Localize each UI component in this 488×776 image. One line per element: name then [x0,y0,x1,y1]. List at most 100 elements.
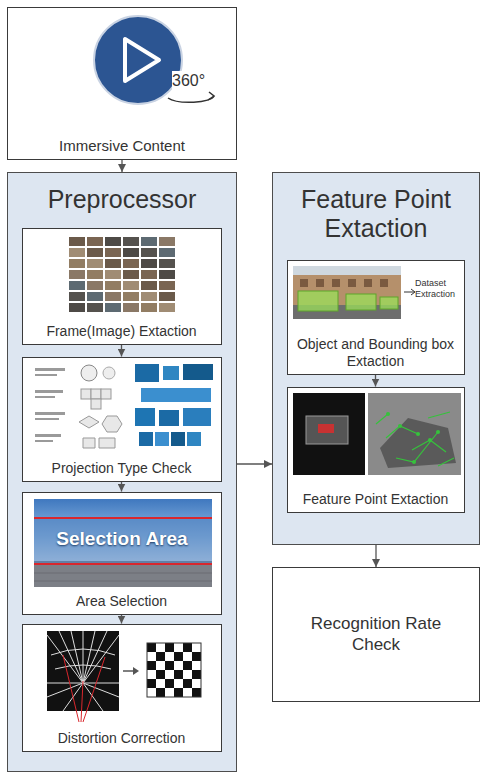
drawing-part [386,412,440,464]
drawing-part [69,303,85,312]
drawing-part [69,292,85,301]
drawing-part [47,631,119,711]
drawing-part [34,573,212,581]
drawing-part [123,281,139,290]
panel-title: Feature Point Extaction [273,173,479,243]
box-label: Projection Type Check [23,460,221,481]
drawing-part [404,291,414,292]
drawing-part [187,432,201,446]
drawing-part [135,364,159,382]
box-label: Frame(Image) Extaction [23,323,221,344]
drawing-part [298,291,398,311]
drawing-part [411,289,415,295]
drawing-part [63,655,105,722]
drawing-part [123,303,139,312]
drawing-part [316,279,324,287]
drawing-part [293,393,365,475]
drawing-part [35,368,65,442]
drawing-part [141,237,157,246]
flow-arrow [121,345,122,357]
frame-thumbnails [23,229,223,319]
drawing-part [376,412,454,466]
drawing-part [168,96,214,102]
flow-arrow [237,463,272,464]
drawing-part [318,424,334,433]
drawing-part [306,416,348,444]
drawing-part [141,248,157,257]
result-box: Recognition Rate Check [272,567,480,702]
panel-fill [7,172,237,772]
drawing-part [123,270,139,279]
drawing-part [7,172,480,772]
drawing-part [332,279,340,287]
drawing-part [141,270,157,279]
drawing-part [35,396,55,398]
box-label: Distortion Correction [23,730,221,751]
drawing-part [133,667,139,675]
drawing-part [159,292,175,301]
stage-panel: Preprocessor Frame(Image) Extaction Pro [7,172,237,772]
drawing-part [35,440,53,442]
drawing-part [91,389,101,399]
drawing-part [155,432,169,446]
drawing-part [171,432,185,446]
drawing-part [35,390,63,393]
drawing-part [208,92,214,100]
box-label: Recognition Rate Check [301,614,451,655]
flow-arrow [375,545,376,567]
drawing-part [159,259,175,268]
drawing-part [364,279,372,287]
drawing-part [141,388,211,402]
drawing-part [123,237,139,246]
drawing-part [69,248,85,257]
feature-point-image [288,388,466,478]
drawing-part [147,643,201,697]
drawing-part [105,303,121,312]
drawing-part [87,281,103,290]
drawing-part [35,434,61,437]
box-label: Feature Point Extaction [288,491,464,512]
drawing-part [87,303,103,312]
drawing-part [159,237,175,246]
process-box: Distortion Correction [22,624,222,752]
drawing-part [35,418,59,420]
drawing-part [105,281,121,290]
drawing-part [47,631,119,683]
drawing-part [139,432,153,446]
drawing-part [87,237,103,246]
process-box: Area Selection [22,492,222,615]
drawing-part [79,389,122,448]
drawing-part [103,367,115,379]
drawing-part [135,364,213,446]
drawing-part [105,259,121,268]
drawing-part [298,291,338,311]
drawing-part [79,416,99,428]
drawing-part [376,412,454,466]
drawing-part [159,303,175,312]
drawing-part [135,408,155,426]
drawing-part [348,279,356,287]
drawing-part [105,270,121,279]
process-box: Projection Type Check [22,357,222,482]
drawing-part [159,410,179,426]
drawing-part [51,649,115,669]
drawing-part [99,438,115,448]
flow-arrow [121,482,122,492]
drawing-part [123,292,139,301]
drawing-part [386,426,446,462]
drawing-part [105,292,121,301]
drawing-part [183,364,213,380]
flow-arrow [121,615,122,624]
drawing-part [101,389,111,399]
drawing-part [398,424,402,428]
drawing-part [35,368,65,371]
drawing-part [293,266,401,319]
flow-arrow [375,375,376,387]
drawing-part [102,416,122,432]
panel-title: Preprocessor [8,173,236,214]
icon-caption: 360° [172,71,212,90]
drawing-part [105,237,121,246]
projection-samples [23,358,223,456]
drawing-part [69,281,85,290]
